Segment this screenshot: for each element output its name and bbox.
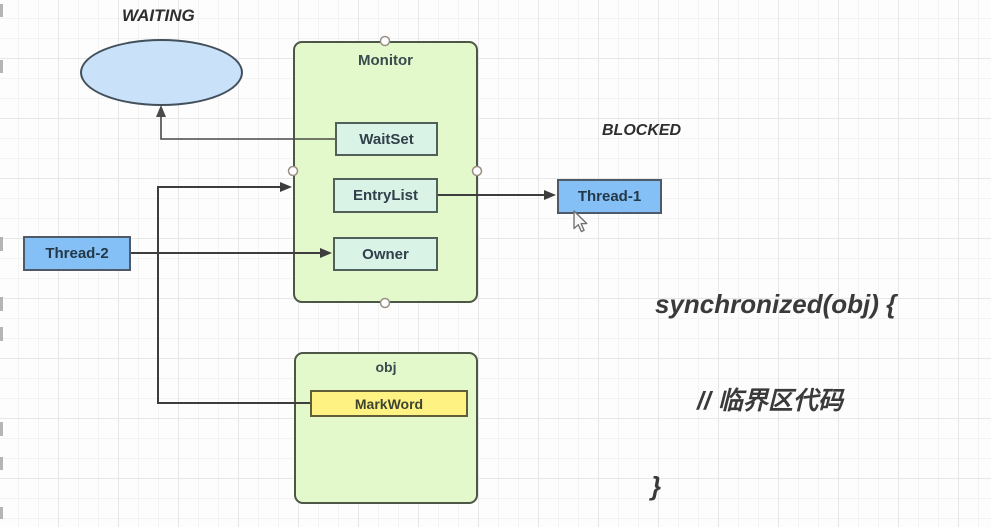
obj-box[interactable] [294, 352, 478, 504]
entrylist-box[interactable]: EntryList [333, 178, 438, 213]
screen-edge-artifact [0, 297, 3, 311]
owner-box[interactable]: Owner [333, 237, 438, 271]
blocked-state-label[interactable]: BLOCKED [602, 122, 682, 139]
waitset-box[interactable]: WaitSet [335, 122, 438, 156]
screen-edge-artifact [0, 457, 3, 470]
waitset-label: WaitSet [359, 130, 414, 148]
screen-edge-artifact [0, 237, 3, 251]
screen-edge-artifact [0, 60, 3, 73]
entrylist-label: EntryList [352, 187, 418, 204]
owner-label: Owner [362, 245, 409, 263]
monitor-title: Monitor [358, 52, 413, 69]
thread-2-label: Thread-2 [45, 245, 109, 262]
screen-edge-artifact [0, 507, 3, 519]
thread-1-label: Thread-1 [577, 188, 642, 205]
waiting-state-label[interactable]: WAITING [122, 6, 195, 25]
thread-2-box[interactable]: Thread-2 [23, 236, 131, 271]
obj-title: obj [375, 359, 397, 375]
markword-box[interactable]: MarkWord [310, 390, 468, 417]
code-critical-section-line[interactable]: // 临界区代码 [697, 387, 843, 415]
screen-edge-artifact [0, 4, 3, 17]
thread-1-box[interactable]: Thread-1 [557, 179, 662, 214]
markword-label: MarkWord [354, 395, 424, 412]
waiting-state-ellipse[interactable] [80, 39, 243, 106]
mouse-cursor-icon [573, 210, 588, 233]
screen-edge-artifact [0, 327, 3, 341]
arrow-markword-to-monitor[interactable] [157, 182, 310, 404]
screen-edge-artifact [0, 422, 3, 436]
code-synchronized-line[interactable]: synchronized(obj) { [655, 289, 897, 319]
code-closing-brace[interactable]: } [651, 471, 662, 501]
